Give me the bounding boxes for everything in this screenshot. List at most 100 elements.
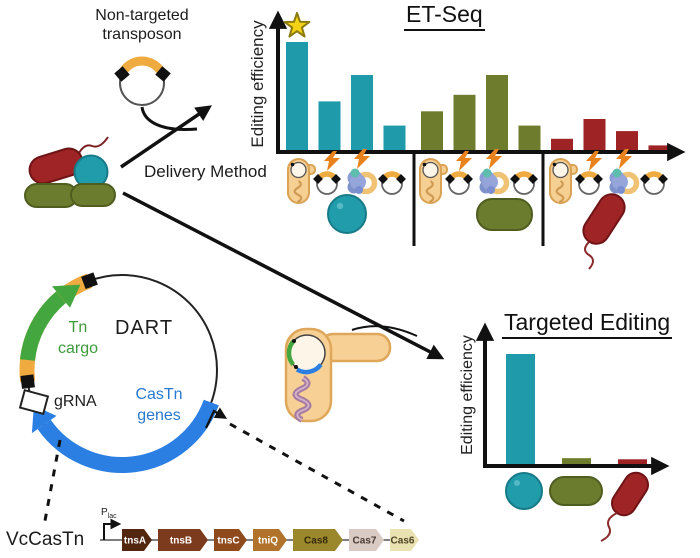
dart-title: DART [115, 317, 174, 339]
grna-label: gRNA [54, 393, 97, 410]
star-icon [283, 12, 311, 38]
conjugation-donor-cell-icon [286, 157, 317, 205]
promoter-sub: lac [107, 513, 117, 520]
etseq-bar-olive-rod-natural-transformation [518, 125, 541, 152]
tn-cargo-green-arrow [20, 291, 67, 362]
castn-genes-blue-arrow [37, 399, 219, 473]
dna-chromosome-detail [294, 377, 310, 421]
rnp-protein-icon [480, 169, 507, 195]
etseq-y-axis-label: Editing efficiency [248, 20, 267, 148]
flagellum-icon [77, 136, 109, 156]
etseq-bar-red-rod-electroporation-RNP [616, 131, 638, 152]
etseq-chart-axes [268, 10, 686, 246]
etseq-bar-red-rod-electroporation-plasmid [583, 119, 606, 152]
gene-arrow-tnsB [158, 529, 208, 551]
plasmid-icon [510, 174, 538, 194]
etseq-bar-teal-coccus-natural-transformation [383, 125, 406, 152]
plasmid-icon [575, 174, 603, 194]
transposon-end-right [81, 272, 98, 290]
gene-label-Cas8: Cas8 [304, 536, 328, 547]
gene-arrows: tnsA tnsB tnsC tniQ Cas8 Cas7 Cas6 [122, 529, 419, 551]
mini-blue-arc [295, 363, 323, 375]
coccus-highlight [514, 480, 520, 486]
flagellum-icon [584, 241, 594, 270]
gene-label-tnsC: tnsC [217, 536, 239, 547]
etseq-bar-red-rod-conjugation [551, 138, 573, 152]
targeted-editing-title: Targeted Editing [502, 309, 673, 339]
gene-arrow-Cas8 [293, 529, 343, 551]
conjugation-donor-cell-icon [548, 157, 579, 205]
curved-arrow [140, 106, 198, 132]
promoter-arrow-icon [103, 518, 122, 540]
rnp-protein-icon [348, 169, 375, 195]
mini-green-arc [286, 339, 296, 367]
non-targeted-transposon-icon [114, 56, 171, 106]
green-arrowhead [52, 284, 81, 308]
etseq-bar-olive-rod-conjugation [421, 111, 443, 152]
grna-box [18, 388, 50, 416]
dashed-callout-line [42, 439, 62, 527]
plac-promoter-label: Plac [101, 507, 117, 520]
targeted-bar-olive-rod [562, 458, 591, 466]
flagellum-icon [600, 512, 618, 542]
promoter-p: P [101, 507, 108, 518]
etseq-bars [286, 42, 671, 152]
plasmid-icon [313, 174, 341, 194]
gene-arrow-Cas6 [390, 529, 419, 551]
gene-label-tnsB: tnsB [170, 536, 192, 547]
red-rod-icon [582, 193, 626, 245]
olive-rod-icon [24, 183, 78, 208]
transposon-end-right [155, 66, 171, 82]
etseq-title: ET-Seq [404, 1, 485, 31]
rnp-protein-icon [610, 169, 637, 195]
vccastn-label: VcCasTn [6, 529, 85, 550]
microbe-cluster [24, 136, 116, 208]
gene-arrow-Cas7 [349, 529, 384, 551]
targeted-bars [506, 354, 647, 466]
teal-coccus-icon [327, 194, 367, 234]
dart-plasmid-diagram [18, 272, 228, 473]
delivery-icons-group-2 [418, 149, 538, 205]
plasmid-icon [445, 174, 473, 194]
dashed-callout-line [229, 422, 405, 523]
olive-rod-icon [476, 198, 533, 231]
etseq-bar-red-rod-natural-transformation [648, 145, 671, 152]
delivery-method-label: Delivery Method [144, 162, 267, 181]
gene-label-Cas7: Cas7 [353, 536, 377, 547]
plasmid-icon [378, 174, 406, 194]
gene-arrow-tnsC [214, 529, 247, 551]
gene-arrow-tnsA [122, 529, 152, 551]
targeted-bar-teal-coccus [506, 354, 535, 466]
etseq-bar-olive-rod-electroporation-plasmid [453, 94, 476, 152]
gene-arrow-tniQ [253, 529, 287, 551]
red-rod-icon [611, 471, 649, 517]
transposon-end-left [20, 374, 35, 389]
plasmid-icon [640, 174, 668, 194]
castn-genes-label: CasTn genes [135, 386, 183, 424]
arrow-to-targeted [122, 191, 445, 360]
arrow-to-etseq [120, 105, 212, 169]
etseq-bar-teal-coccus-electroporation-plasmid [318, 101, 341, 152]
targeted-chart-axes [475, 322, 670, 476]
non-targeted-transposon-label: Non-targeted transposon [95, 7, 189, 44]
curved-arrow [351, 325, 418, 337]
promoter-arrow-icon [205, 407, 228, 429]
targeted-y-axis-label: Editing efficiency [459, 335, 476, 455]
etseq-bar-olive-rod-electroporation-RNP [486, 75, 508, 152]
teal-coccus-icon [505, 472, 543, 510]
etseq-bar-teal-coccus-conjugation [286, 42, 308, 152]
tn-cargo-label: Tn cargo [57, 319, 99, 357]
transposon-end-left [114, 66, 130, 82]
gene-label-tniQ: tniQ [258, 536, 278, 547]
olive-rod-icon [549, 476, 603, 506]
conjugation-donor-cell-icon [418, 157, 449, 205]
olive-rod-icon [70, 183, 116, 207]
etseq-bar-teal-coccus-electroporation-RNP [351, 75, 373, 152]
vccastn-operon: tnsA tnsB tnsC tniQ Cas8 Cas7 Cas6 [100, 518, 419, 551]
gene-label-Cas6: Cas6 [391, 536, 415, 547]
gene-label-tnsA: tnsA [124, 536, 146, 547]
targeted-bar-red-rod [618, 459, 647, 466]
donor-cell-icon [284, 325, 418, 423]
